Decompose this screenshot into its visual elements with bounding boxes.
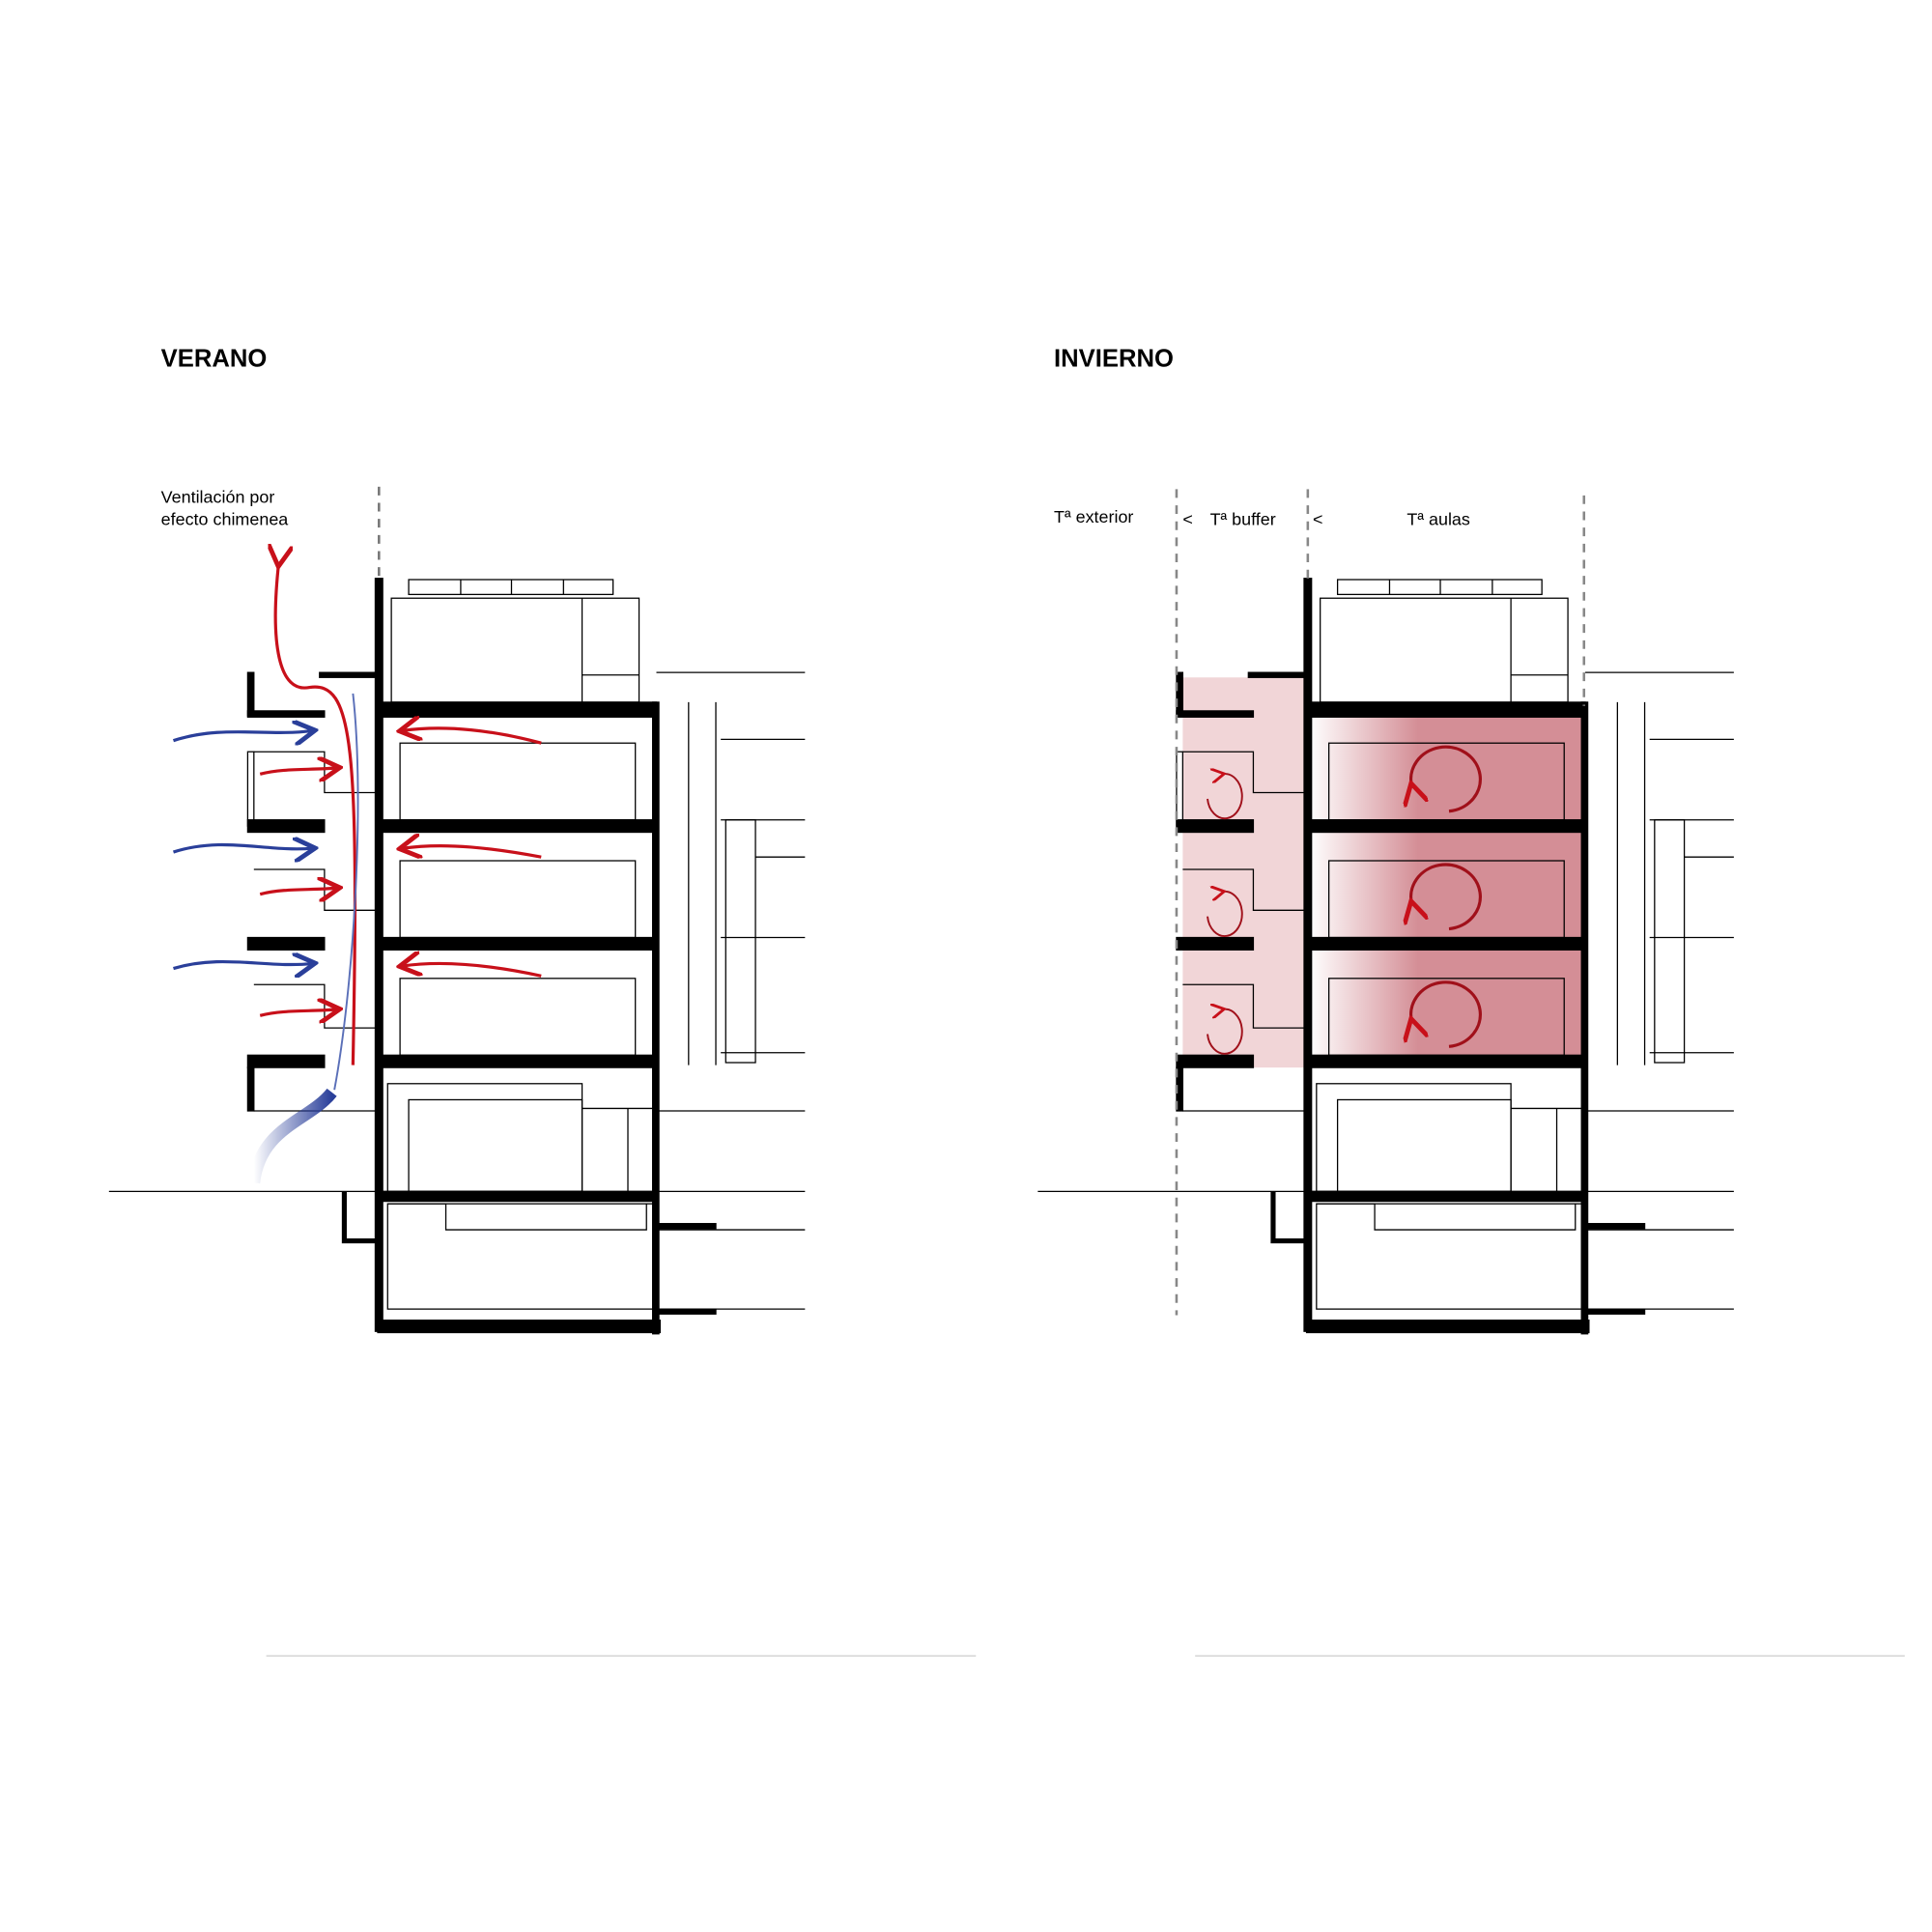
winter-title: INVIERNO: [1054, 345, 1174, 372]
warm-exhaust-arrow: [403, 728, 542, 745]
summer-title: VERANO: [161, 345, 268, 372]
building-section-summer: [109, 579, 976, 1656]
warm-exhaust-arrow: [403, 963, 542, 976]
warm-exhaust-arrow: [403, 846, 542, 858]
chimney-annotation-line2: efecto chimenea: [161, 510, 289, 529]
cool-inflow-arrow: [172, 844, 312, 852]
cool-inflow-arrow: [172, 730, 312, 740]
cool-inflow-arrow: [173, 962, 312, 969]
circular-arrow-icon: [1207, 774, 1243, 820]
recirculation-arrows: [1207, 745, 1482, 1055]
zone-label-exterior: Tª exterior: [1054, 507, 1133, 526]
buffer-zone-fill: [1182, 677, 1307, 1068]
circular-arrow-icon: [1207, 1009, 1243, 1055]
winter-panel: INVIERNO Tª exterior < Tª buffer < Tª au…: [1037, 345, 1904, 1656]
circular-arrow-icon: [1411, 980, 1482, 1048]
zone-label-buffer: Tª buffer: [1210, 510, 1276, 529]
circular-arrow-icon: [1411, 745, 1482, 813]
zone-dividers: [1175, 489, 1586, 1316]
chimney-exhaust-arrow: [275, 563, 357, 1065]
airflow-arrows: [172, 563, 542, 1184]
less-than-sign: <: [1182, 510, 1192, 529]
circular-arrow-icon: [1411, 863, 1482, 931]
chimney-annotation-line1: Ventilación por: [161, 488, 275, 507]
ground-cool-inflow-arrow: [247, 1088, 337, 1184]
less-than-sign: <: [1313, 510, 1322, 529]
circular-arrow-icon: [1207, 892, 1243, 937]
warm-arrow: [259, 888, 336, 894]
warm-arrow: [259, 1009, 336, 1015]
warm-arrow: [259, 768, 336, 774]
rising-air: [333, 693, 359, 1091]
classroom-zone-fill: [1309, 717, 1582, 1068]
zone-label-classrooms: Tª aulas: [1406, 510, 1469, 529]
summer-panel: VERANO Ventilación por efecto chimenea: [109, 345, 976, 1656]
